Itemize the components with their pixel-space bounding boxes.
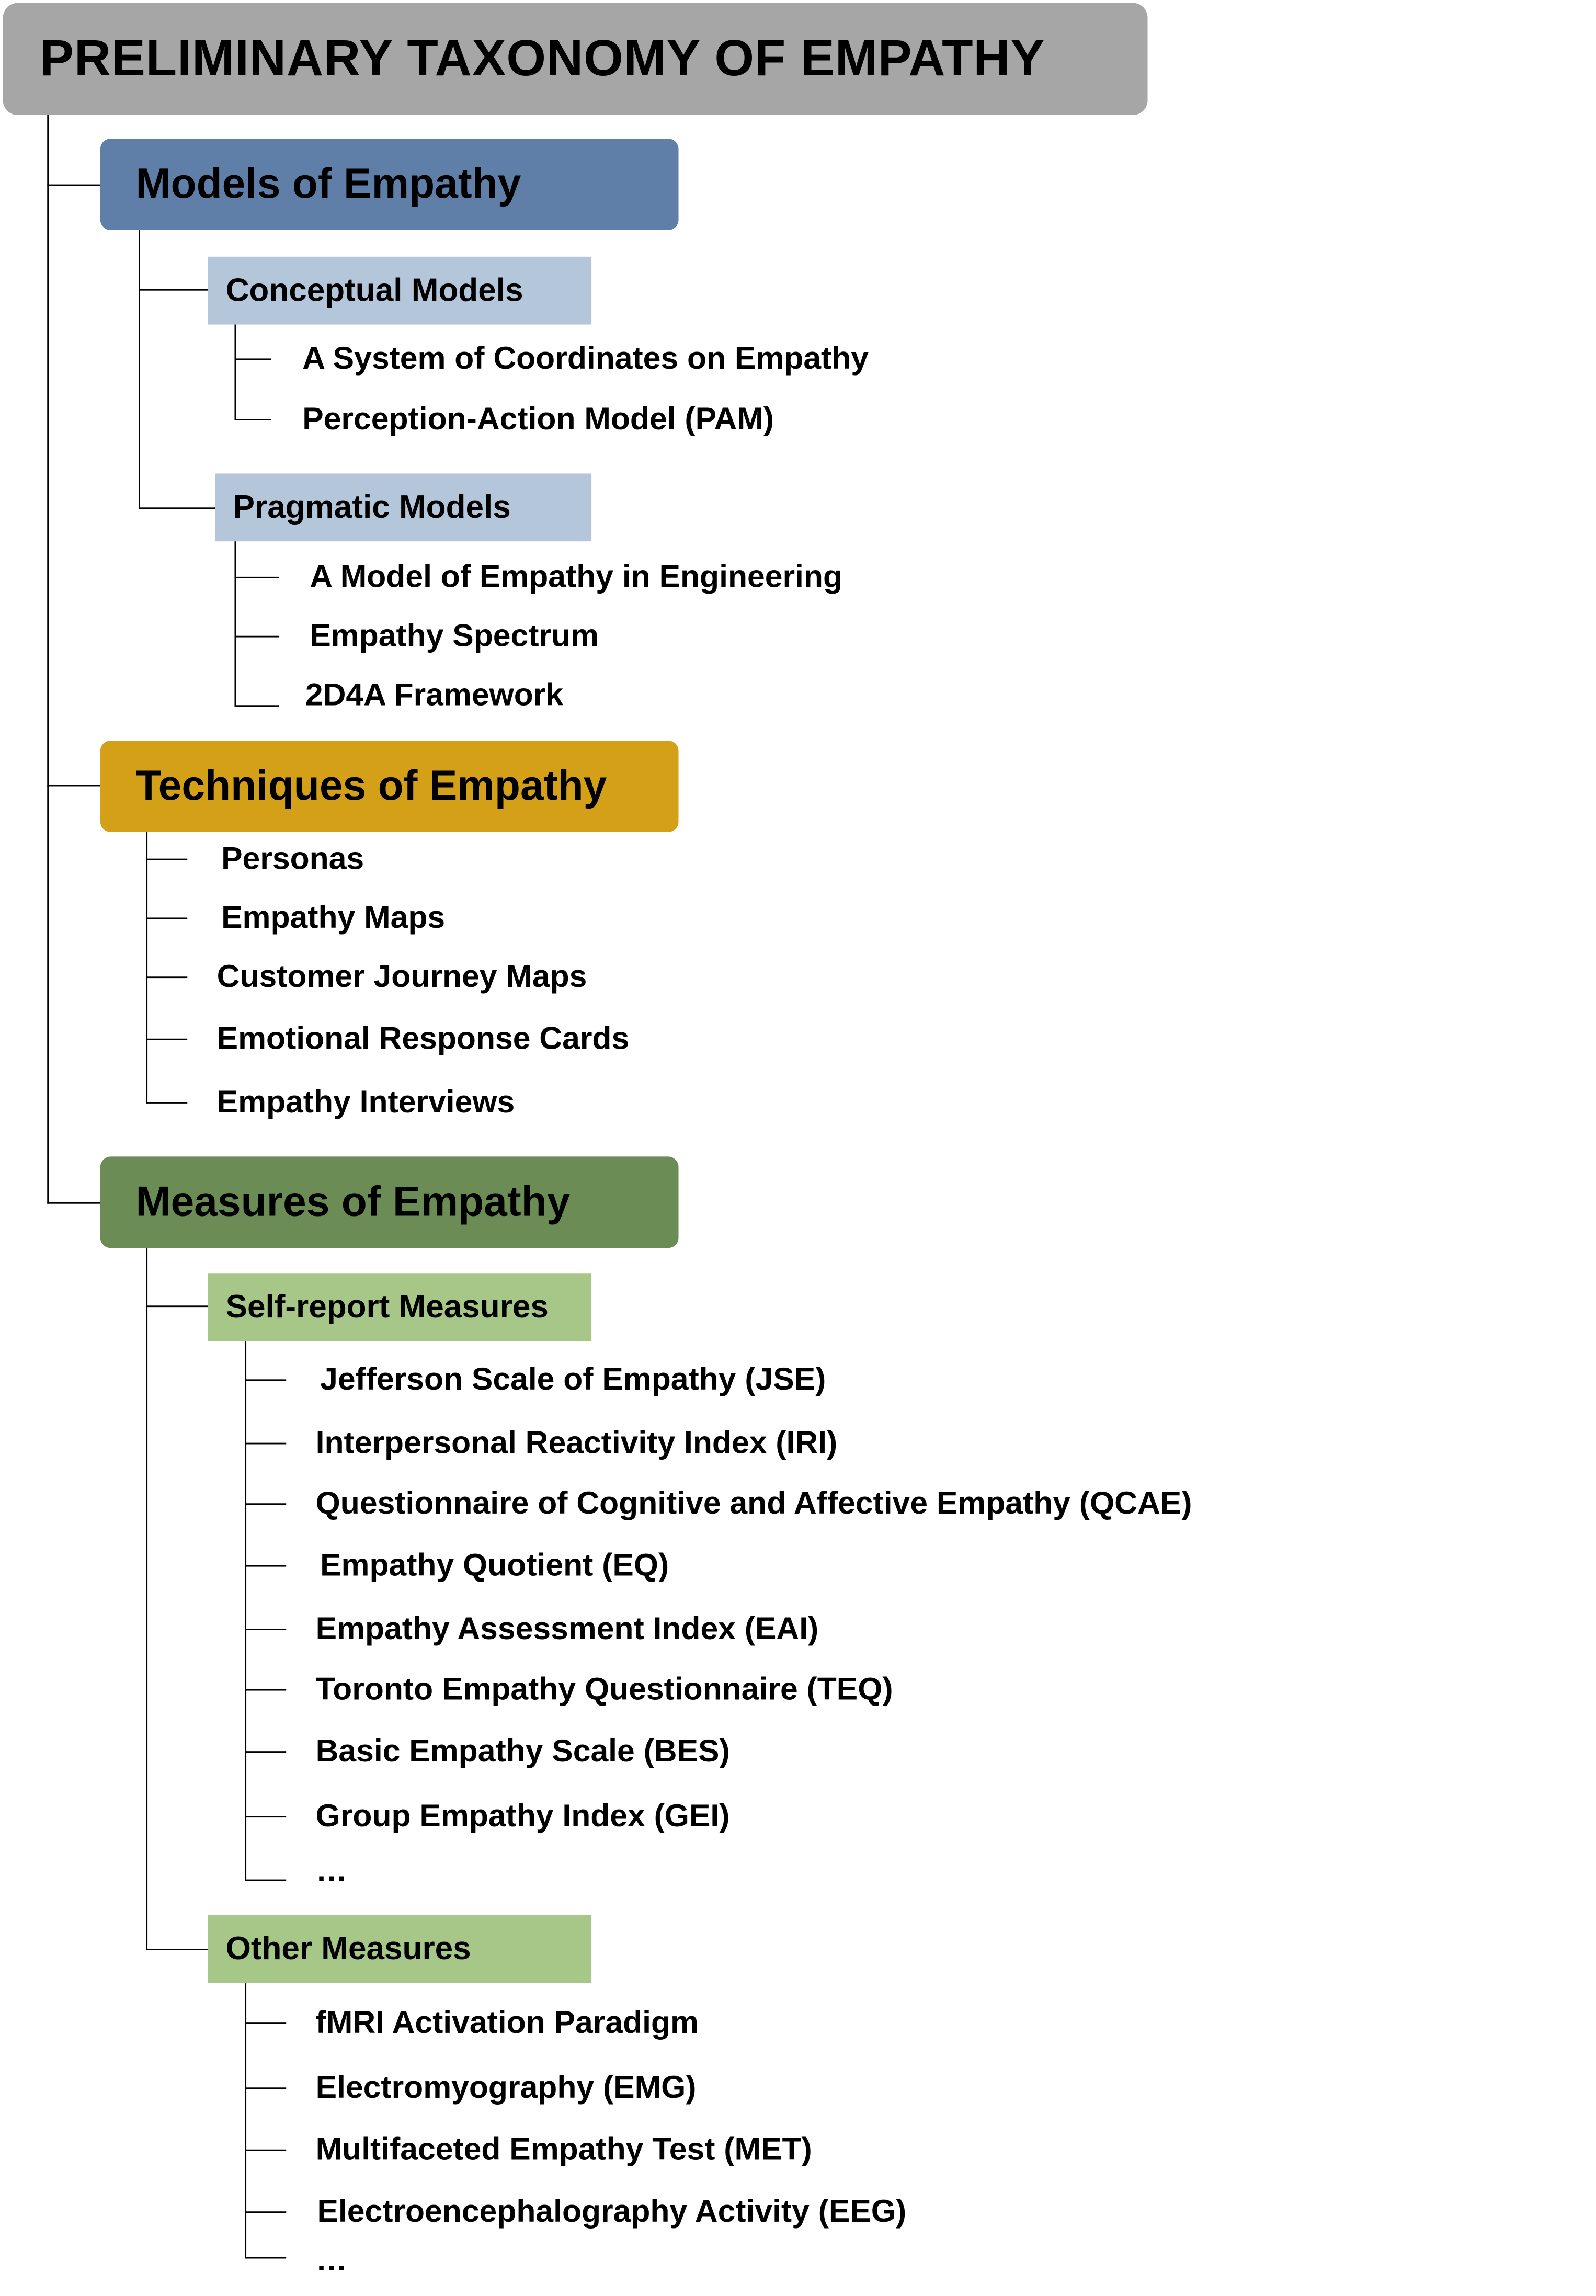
other-measures-branch-connector xyxy=(146,1949,208,1951)
technique-item: Empathy Maps xyxy=(221,900,446,936)
conceptual-trunk-connector xyxy=(234,324,237,420)
self-report-measure-item: Interpersonal Reactivity Index (IRI) xyxy=(315,1425,838,1461)
measures-of-empathy-box: Measures of Empathy xyxy=(100,1156,679,1248)
self-report-measure-item: Group Empathy Index (GEI) xyxy=(315,1798,730,1834)
techniques-of-empathy-label: Techniques of Empathy xyxy=(135,761,607,810)
pragmatic-trunk-connector xyxy=(234,541,237,707)
measures-trunk-connector xyxy=(146,1248,149,1950)
measures-of-empathy-label: Measures of Empathy xyxy=(135,1178,571,1225)
techniques-of-empathy-box: Techniques of Empathy xyxy=(100,740,679,832)
other-measure-item-connector xyxy=(245,2257,287,2259)
self-report-trunk-connector xyxy=(245,1341,247,1881)
other-measure-item: Multifaceted Empathy Test (MET) xyxy=(315,2131,812,2167)
other-measures-box: Other Measures xyxy=(208,1915,592,1983)
self-report-item-connector xyxy=(245,1565,287,1567)
pragmatic-model-item: Empathy Spectrum xyxy=(310,618,599,654)
self-report-measure-item: Toronto Empathy Questionnaire (TEQ) xyxy=(315,1671,893,1707)
branch-techniques-connector xyxy=(47,785,100,787)
self-report-measure-item: Empathy Assessment Index (EAI) xyxy=(315,1611,819,1646)
self-report-item-connector xyxy=(245,1503,287,1506)
other-measures-label: Other Measures xyxy=(225,1929,471,1967)
self-report-measure-item: Empathy Quotient (EQ) xyxy=(320,1547,669,1583)
other-measure-item: fMRI Activation Paradigm xyxy=(315,2005,699,2041)
models-of-empathy-label: Models of Empathy xyxy=(135,160,521,208)
other-measures-trunk-connector xyxy=(245,1983,247,2259)
self-report-measure-item: Basic Empathy Scale (BES) xyxy=(315,1733,730,1769)
pragmatic-model-item: 2D4A Framework xyxy=(305,677,564,713)
technique-item: Emotional Response Cards xyxy=(216,1020,630,1056)
technique-item-connector xyxy=(146,1038,188,1041)
branch-measures-connector xyxy=(47,1202,100,1204)
models-of-empathy-box: Models of Empathy xyxy=(100,139,679,231)
other-measure-item-connector xyxy=(245,2087,287,2090)
technique-item-connector xyxy=(146,1102,188,1104)
conceptual-models-box: Conceptual Models xyxy=(208,256,592,325)
other-measure-item: Electromyography (EMG) xyxy=(315,2070,697,2106)
self-report-item-connector xyxy=(245,1379,287,1382)
conceptual-item-connector xyxy=(234,419,272,422)
pragmatic-models-box: Pragmatic Models xyxy=(215,473,592,542)
technique-item-connector xyxy=(146,976,188,979)
other-measure-item-connector xyxy=(245,2149,287,2152)
conceptual-item-connector xyxy=(234,358,272,361)
self-report-measures-box: Self-report Measures xyxy=(208,1273,592,1342)
other-measure-item: Electroencephalography Activity (EEG) xyxy=(317,2193,907,2230)
technique-item: Customer Journey Maps xyxy=(216,959,587,995)
self-report-item-connector xyxy=(245,1816,287,1818)
other-measure-item-connector xyxy=(245,2211,287,2214)
pragmatic-item-connector xyxy=(234,705,279,708)
self-report-item-connector xyxy=(245,1751,287,1754)
pragmatic-item-connector xyxy=(234,635,279,638)
conceptual-models-label: Conceptual Models xyxy=(225,271,523,309)
technique-item-connector xyxy=(146,917,188,920)
root-trunk-connector xyxy=(47,115,50,1204)
taxonomy-title-box: PRELIMINARY TAXONOMY OF EMPATHY xyxy=(3,3,1148,116)
techniques-trunk-connector xyxy=(146,832,149,1104)
other-measure-item-connector xyxy=(245,2022,287,2025)
branch-models-connector xyxy=(47,184,100,187)
models-trunk-connector xyxy=(139,230,141,509)
conceptual-model-item: Perception-Action Model (PAM) xyxy=(302,401,774,437)
self-report-ellipsis: … xyxy=(315,1852,348,1889)
conceptual-model-item: A System of Coordinates on Empathy xyxy=(302,340,869,377)
pragmatic-item-connector xyxy=(234,576,279,579)
pragmatic-model-item: A Model of Empathy in Engineering xyxy=(310,559,843,595)
pragmatic-branch-connector xyxy=(139,507,215,510)
technique-item: Personas xyxy=(221,840,364,877)
technique-item: Empathy Interviews xyxy=(216,1084,515,1120)
self-report-item-connector xyxy=(245,1442,287,1445)
self-report-measure-item: Jefferson Scale of Empathy (JSE) xyxy=(320,1361,826,1397)
taxonomy-title: PRELIMINARY TAXONOMY OF EMPATHY xyxy=(40,30,1045,87)
self-report-item-connector xyxy=(245,1879,287,1882)
self-report-measures-label: Self-report Measures xyxy=(225,1288,549,1325)
technique-item-connector xyxy=(146,858,188,861)
self-report-branch-connector xyxy=(146,1305,208,1308)
conceptual-branch-connector xyxy=(139,289,208,291)
other-measures-ellipsis: … xyxy=(315,2242,348,2278)
pragmatic-models-label: Pragmatic Models xyxy=(233,488,511,526)
self-report-item-connector xyxy=(245,1629,287,1631)
self-report-measure-item: Questionnaire of Cognitive and Affective… xyxy=(315,1485,1192,1521)
self-report-item-connector xyxy=(245,1689,287,1691)
